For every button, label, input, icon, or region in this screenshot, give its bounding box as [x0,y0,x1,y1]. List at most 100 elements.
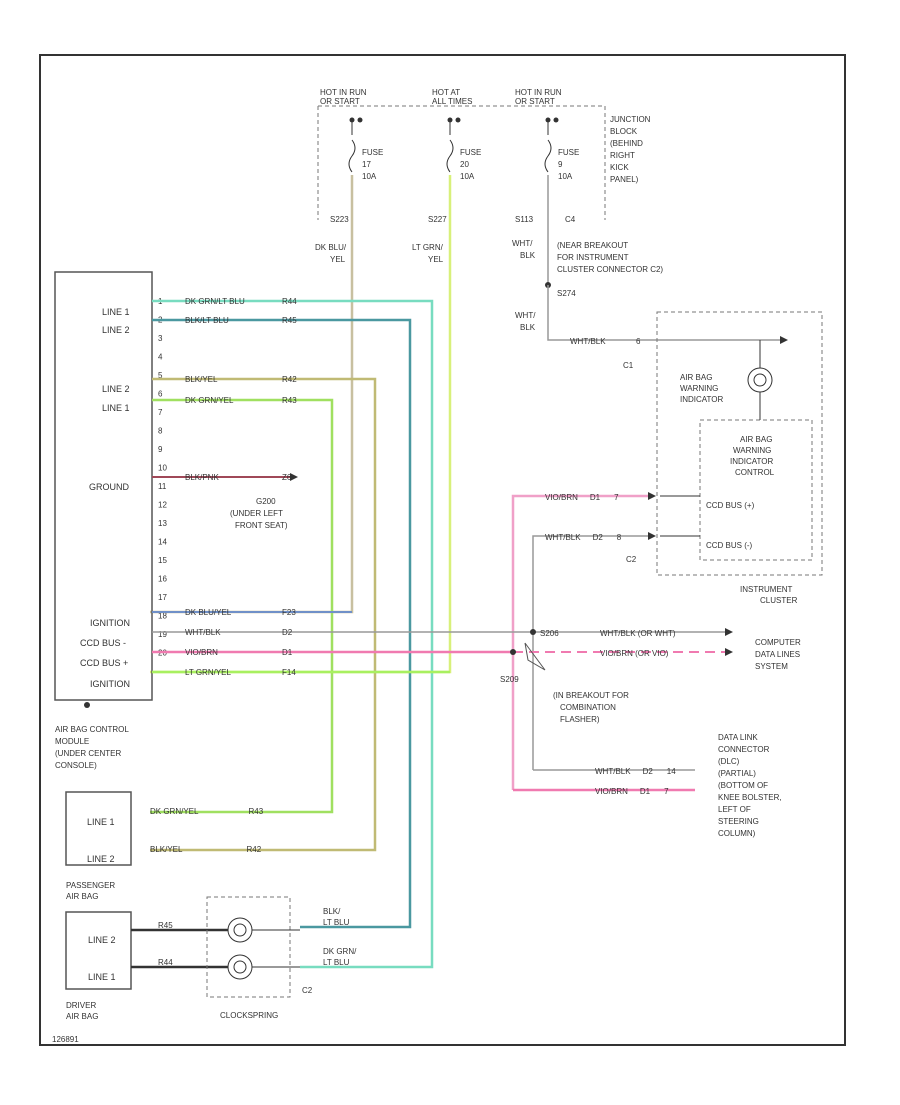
clockspring-coil-icon [227,954,253,980]
module-pin-number: 14 [158,538,167,547]
s274-label: S274 [557,289,576,298]
c1-label: C1 [623,361,634,370]
pass-line2-label: LINE 2 [87,854,115,864]
module-pin-line2-top: LINE 2 [102,325,130,335]
clockspring-label: CLOCKSPRING [220,1011,278,1020]
module-pin-line1-top: LINE 1 [102,307,130,317]
module-wire-circuit-label: R43 [282,396,297,405]
module-wire-color-label: BLK/LT BLU [185,316,229,325]
c2-label: C2 [626,555,637,564]
module-pin-number: 16 [158,575,167,584]
module-pin-number: 5 [158,371,163,380]
module-pin-number: 17 [158,593,167,602]
diagram-id: 126891 [52,1035,79,1044]
ic-pin-label: 6 [636,337,641,346]
ccd-wire-2-label: VIO/BRN (OR VIO) [600,649,669,658]
module-wire-circuit-label: D2 [282,628,293,637]
module-pin-number: 9 [158,445,163,454]
fuse-feed-wires: DK BLU/YEL LT GRN/YEL WHT/BLK (NEAR BREA… [150,175,788,674]
module-pin-number: 4 [158,353,163,362]
s113-label: S113 [515,215,534,224]
s209-label: S209 [500,675,519,684]
module-pin-ignition-1: IGNITION [90,618,130,628]
clockspring-coil-icon [227,917,253,943]
s227-label: S227 [428,215,447,224]
air-bag-control-module: LINE 1 LINE 2 LINE 2 LINE 1 GROUND IGNIT… [54,271,167,770]
driver-line1-label: LINE 1 [88,972,116,982]
module-pin-ccd-minus: CCD BUS - [80,638,126,648]
module-wire-circuit-label: R42 [282,375,297,384]
ccd-wire-1-label: WHT/BLK (OR WHT) [600,629,676,638]
module-pin-number: 12 [158,501,167,510]
module-pin-line2-mid: LINE 2 [102,384,130,394]
dk-blu-yel-label: DK BLU/YEL [315,243,347,264]
s206-label: S206 [540,629,559,638]
module-wire-circuit-label: R45 [282,316,297,325]
module-pin-line1-mid: LINE 1 [102,403,130,413]
svg-text:R44: R44 [158,958,173,967]
ccd-pos-label: CCD BUS (+) [706,501,755,510]
module-pin-ccd-plus: CCD BUS + [80,658,128,668]
pass-line1-label: LINE 1 [87,817,115,827]
module-wire-color-label: VIO/BRN [185,648,218,657]
c4-label: C4 [565,215,576,224]
module-wire-circuit-label: F14 [282,668,296,677]
module-wire-color-label: WHT/BLK [185,628,221,637]
module-pin-number: 15 [158,556,167,565]
wht-blk-label-2: WHT/BLK [515,311,536,332]
module-pin-number: 13 [158,519,167,528]
cs-conn-label: C2 [302,986,313,995]
module-pin-number: 10 [158,464,167,473]
module-pin-number: 3 [158,334,163,343]
clockspring: CLOCKSPRING C2 BLK/LT BLU DK GRN/LT BLU [206,896,357,1020]
module-wire-circuit-label: D1 [282,648,293,657]
ccd-neg-label: CCD BUS (-) [706,541,753,550]
svg-text:R45: R45 [158,921,173,930]
module-pin-ignition-2: IGNITION [90,679,130,689]
module-wire-color-label: BLK/PNK [185,473,219,482]
wht-blk-label: WHT/BLK [512,239,536,260]
computer-data-lines: S206 S209 WHT/BLK (OR WHT) VIO/BRN (OR V… [500,628,801,724]
ic-wire-label: WHT/BLK [570,337,606,346]
diagram-frame [39,54,846,1046]
module-wire-circuit-label: Z6 [282,473,292,482]
module-wire-color-label: DK GRN/YEL [185,396,234,405]
module-wire-circuit-label: F23 [282,608,296,617]
driver-line2-label: LINE 2 [88,935,116,945]
s223-label: S223 [330,215,349,224]
module-wire-color-label: BLK/YEL [185,375,218,384]
